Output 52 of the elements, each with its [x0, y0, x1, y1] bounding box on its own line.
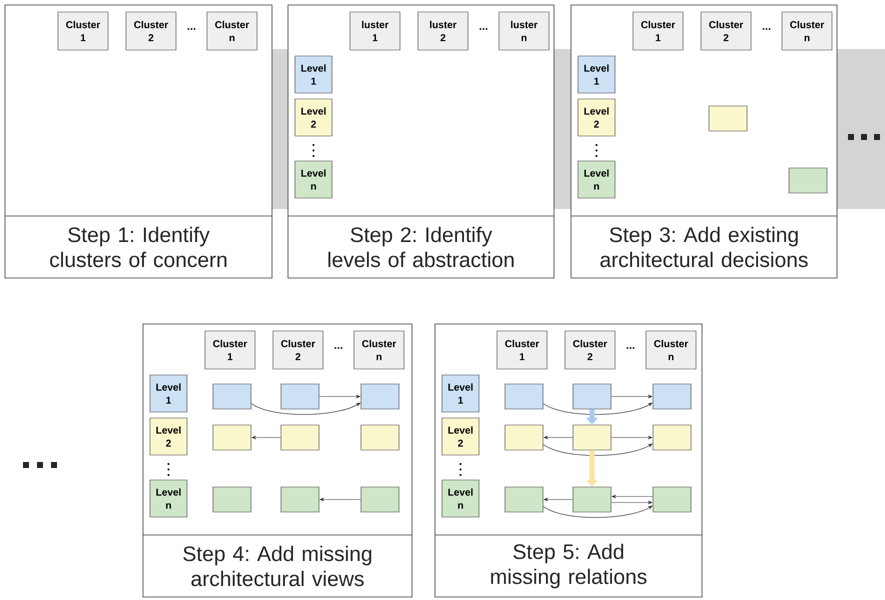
view-box [212, 424, 252, 450]
cluster-box: Cluster 2 [564, 330, 616, 370]
cluster-box: Cluster 2 [126, 12, 176, 50]
cluster-box: Cluster n [354, 330, 404, 370]
view-box [652, 486, 692, 512]
cluster-box: luster 1 [350, 12, 400, 50]
view-box [360, 486, 400, 512]
cluster-box: Cluster 1 [632, 12, 684, 50]
view-box [504, 486, 544, 512]
view-box [572, 486, 612, 512]
level-box: Level 1 [578, 56, 616, 94]
view-box [708, 106, 748, 132]
view-box [504, 384, 544, 410]
cluster-box: Cluster n [782, 12, 832, 50]
view-box [788, 168, 828, 194]
cluster-box: Cluster 1 [58, 12, 108, 50]
level-box: Level 1 [442, 374, 480, 412]
view-box [280, 424, 320, 450]
level-box: Level 2 [578, 98, 616, 136]
cluster-box: Cluster 2 [272, 330, 324, 370]
ellipsis: ... [626, 347, 634, 349]
cluster-box: Cluster 1 [496, 330, 548, 370]
cluster-box: Cluster 1 [204, 330, 256, 370]
ellipsis: ... [188, 28, 196, 30]
cluster-box: Cluster n [646, 330, 696, 370]
cluster-box: Cluster n [206, 12, 258, 50]
level-box: Level n [150, 480, 188, 518]
level-box: Level 1 [294, 56, 332, 94]
ellipsis: ... [334, 347, 342, 349]
level-box: Level 2 [150, 418, 188, 456]
view-box [360, 424, 400, 450]
level-box: Level 2 [442, 418, 480, 456]
level-box: Level 1 [150, 374, 188, 412]
cluster-box: luster 2 [418, 12, 468, 50]
cluster-box: Cluster 2 [700, 12, 752, 50]
view-box [652, 384, 692, 410]
view-box [280, 384, 320, 410]
level-box: Level 2 [294, 98, 332, 136]
view-box [572, 384, 612, 410]
view-box [212, 486, 252, 512]
view-box [212, 384, 252, 410]
ellipsis: ... [480, 28, 488, 30]
view-box [504, 424, 544, 450]
view-box [652, 424, 692, 450]
level-box: Level n [294, 160, 332, 198]
ellipsis: ... [762, 28, 770, 30]
level-box: Level n [578, 160, 616, 198]
level-box: Level n [442, 480, 480, 518]
view-box [280, 486, 320, 512]
cluster-box: luster n [498, 12, 550, 50]
view-box [360, 384, 400, 410]
view-box [572, 424, 612, 450]
